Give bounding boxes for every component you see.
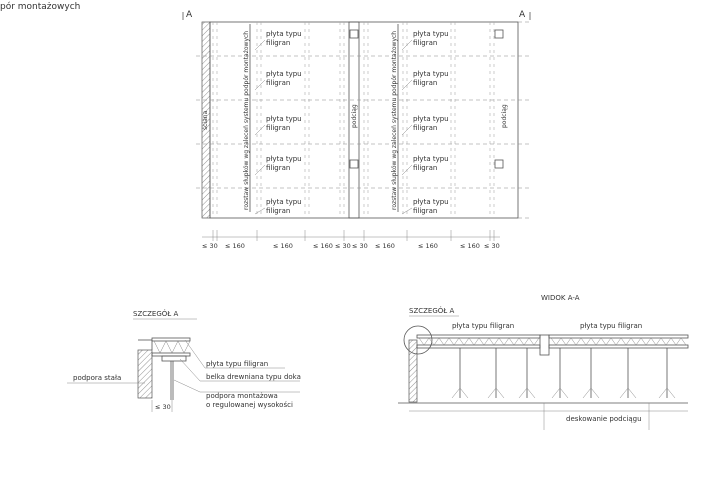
slab-label: filigran <box>413 124 437 132</box>
view-props <box>451 348 676 399</box>
detail-ref-circle <box>403 325 433 355</box>
slab-label: płyta typu <box>413 30 449 38</box>
slab-label: płyta typu <box>266 155 302 163</box>
plan-view: A A <box>182 10 531 250</box>
plan-beam-label-left: podciąg <box>351 104 358 128</box>
dim-label: ≤ 160 <box>418 242 438 250</box>
detail-label-fixed: podpora stała <box>73 374 121 382</box>
slab-label: płyta typu <box>413 198 449 206</box>
vertical-note-left: rozstaw słupków wg zaleceń systemu podpó… <box>243 31 250 210</box>
detail-label-slab: płyta typu filigran <box>206 360 268 368</box>
slab-label: filigran <box>266 124 290 132</box>
view-formwork: deskowanie podciągu <box>566 415 642 423</box>
leader-arrows <box>254 39 413 215</box>
slab-label: filigran <box>266 164 290 172</box>
view-slab-left: płyta typu filigran <box>452 322 514 330</box>
slab-label: płyta typu <box>413 115 449 123</box>
slab-labels-left: płyta typu filigran płyta typu filigran … <box>266 30 302 215</box>
view-detail-ref: SZCZEGÓŁ A <box>409 306 454 315</box>
slab-label: płyta typu <box>413 70 449 78</box>
slab-label: płyta typu <box>266 30 302 38</box>
dim-label: ≤ 30 <box>202 242 218 250</box>
view-slab-right: płyta typu filigran <box>580 322 642 330</box>
dim-label: ≤ 30 <box>352 242 368 250</box>
slab-label: filigran <box>413 164 437 172</box>
dimension-row: ≤ 30 ≤ 160 ≤ 160 ≤ 160 ≤ 30 ≤ 30 ≤ 160 ≤… <box>202 230 500 250</box>
detail-dim: ≤ 30 <box>155 403 171 411</box>
dim-label: ≤ 30 <box>484 242 500 250</box>
dim-label: ≤ 160 <box>313 242 333 250</box>
slab-label: płyta typu <box>413 155 449 163</box>
view-a-a: WIDOK A-A SZCZEGÓŁ A <box>398 294 689 430</box>
detail-label-beam: belka drewniana typu doka <box>206 373 301 381</box>
header-title: pór montażowych <box>0 1 80 12</box>
slab-label: filigran <box>413 79 437 87</box>
plan-beam-label-right: podciąg <box>501 104 508 128</box>
dim-label: ≤ 30 <box>335 242 351 250</box>
view-title: WIDOK A-A <box>541 294 580 302</box>
plan-beam <box>348 21 360 219</box>
slab-label: filigran <box>413 207 437 215</box>
slab-label: płyta typu <box>266 70 302 78</box>
slab-labels-right: płyta typu filigran płyta typu filigran … <box>413 30 449 215</box>
plan-wall-label: ściana <box>202 110 209 130</box>
detail-label-prop-1: podpora montażowa <box>206 392 278 400</box>
slab-label: płyta typu <box>266 198 302 206</box>
slab-label: filigran <box>266 39 290 47</box>
slab-label: filigran <box>266 207 290 215</box>
detail-a: SZCZEGÓŁ A płyta typu filigran belka dre… <box>67 309 301 412</box>
dim-label: ≤ 160 <box>225 242 245 250</box>
dim-label: ≤ 160 <box>273 242 293 250</box>
slab-label: płyta typu <box>266 115 302 123</box>
view-wall <box>408 339 418 403</box>
support-lines-left <box>212 22 345 218</box>
vertical-note-right: rozstaw słupków wg zaleceń systemu podpó… <box>391 31 398 210</box>
section-mark-left: A <box>186 10 193 20</box>
detail-title: SZCZEGÓŁ A <box>133 309 178 318</box>
detail-wall <box>137 349 153 399</box>
support-lines-right <box>363 22 495 218</box>
slab-label: filigran <box>413 39 437 47</box>
detail-label-prop-2: o regulowanej wysokości <box>206 401 293 409</box>
dim-label: ≤ 160 <box>460 242 480 250</box>
dim-label: ≤ 160 <box>375 242 395 250</box>
column-squares <box>349 29 504 169</box>
section-mark-right: A <box>519 10 526 20</box>
slab-label: filigran <box>266 79 290 87</box>
